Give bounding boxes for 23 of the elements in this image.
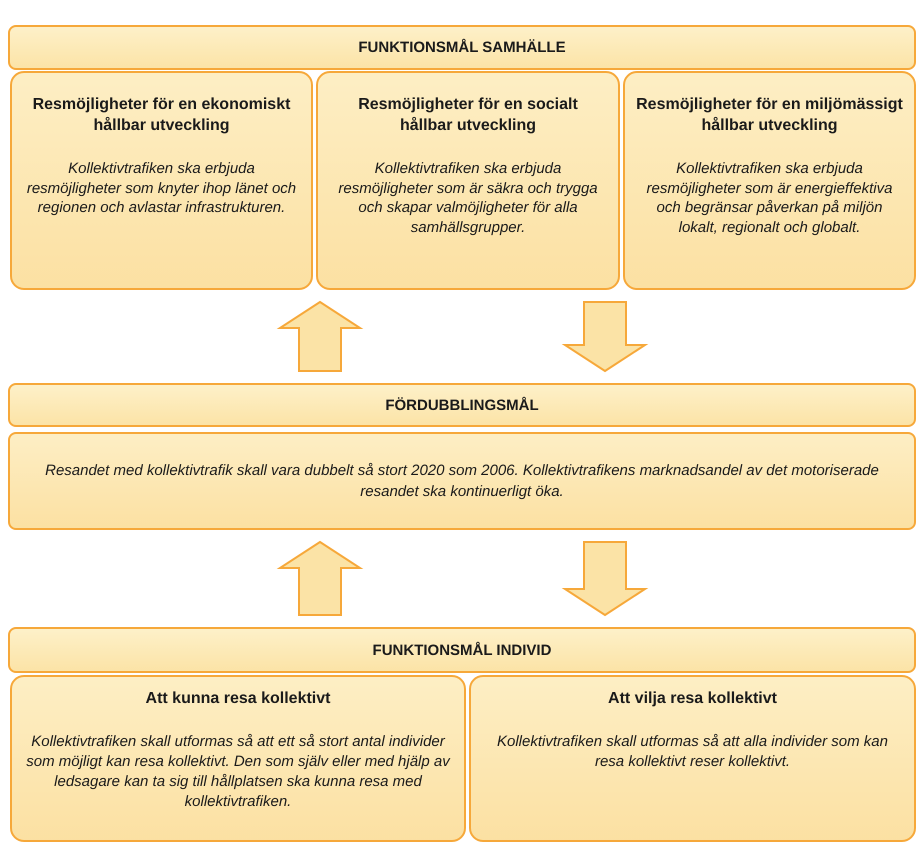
goal-heading: Att kunna resa kollektivt xyxy=(144,689,332,709)
block-arrow xyxy=(276,300,364,372)
goal-box xyxy=(10,71,313,290)
block-arrow xyxy=(562,541,648,616)
goal-heading: Resmöjligheter för en miljömässigt hållbar utveckling xyxy=(635,95,904,136)
goal-description: Kollektivtrafiken ska erbjuda resmöjligheter som knyter ihop länet och regionen och avlastar infrastrukturen. xyxy=(26,158,297,218)
goal-box xyxy=(10,675,466,842)
goal-description: Kollektivtrafiken skall utformas så att ett så stort antal individer som möjligt kan resa kollektivt. Den som själv eller med hjälp av ledsagare kan ta sig till hållplatsen ska kunna resa med kollektivtrafiken. xyxy=(26,732,450,812)
goal-description: Kollektivtrafiken skall utformas så att alla individer som kan resa kollektivt reser kollektivt. xyxy=(496,732,889,772)
section-header: FUNKTIONSMÅL INDIVID xyxy=(8,627,916,673)
goal-description: Kollektivtrafiken ska erbjuda resmöjligheter som är energieffektiva och begränsar påverkan på miljön lokalt, regionalt och globalt. xyxy=(646,158,894,238)
goal-heading: Resmöjligheter för en ekonomiskt hållbar utveckling xyxy=(32,95,292,136)
goal-heading: Resmöjligheter för en socialt hållbar utveckling xyxy=(357,95,579,136)
goal-box xyxy=(623,71,916,290)
block-arrow xyxy=(276,540,364,616)
goal-heading: Att vilja resa kollektivt xyxy=(607,689,778,709)
block-arrow xyxy=(562,301,648,372)
section-header: FUNKTIONSMÅL SAMHÄLLE xyxy=(8,25,916,70)
goal-box xyxy=(469,675,916,842)
section-header: FÖRDUBBLINGSMÅL xyxy=(8,383,916,427)
goal-description: Kollektivtrafiken ska erbjuda resmöjligheter som är säkra och trygga och skapar valmöjligheter för alla samhällsgrupper. xyxy=(337,158,599,238)
goal-box xyxy=(316,71,620,290)
goal-text-box: Resandet med kollektivtrafik skall vara dubbelt så stort 2020 som 2006. Kollektivtrafikens marknadsandel av det motoriserade resandet ska kontinuerligt öka. xyxy=(8,432,916,530)
